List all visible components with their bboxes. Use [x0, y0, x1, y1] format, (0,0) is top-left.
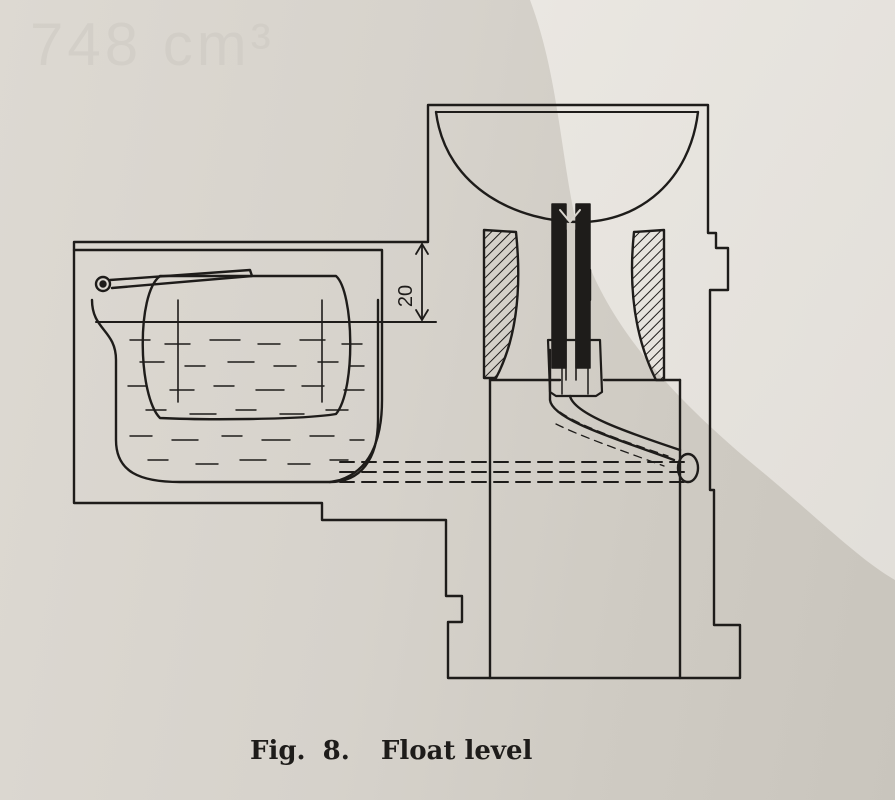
fuel-liquid — [127, 339, 365, 465]
float-bowl — [90, 298, 380, 484]
main-jet-assembly — [546, 203, 604, 398]
bleed-through-text: 748 cm³ — [30, 11, 275, 78]
float-pivot-icon — [94, 275, 112, 293]
float-arm — [108, 268, 254, 290]
figure-caption: Fig. 8. Float level — [250, 736, 532, 766]
caption-prefix: Fig. — [250, 736, 306, 766]
caption-number: 8. — [322, 736, 350, 766]
venturi-bell — [434, 110, 700, 224]
fuel-pipe — [548, 348, 676, 462]
fuel-pipe-end-icon — [676, 452, 700, 484]
float-chamber-inner-wall — [72, 248, 384, 484]
caption-title: Float level — [380, 736, 533, 766]
venturi-right-section — [630, 228, 666, 382]
float-chamber-outline — [72, 103, 742, 680]
venturi-left-section — [482, 228, 520, 380]
float — [141, 274, 352, 421]
fuel-channel — [339, 461, 691, 483]
